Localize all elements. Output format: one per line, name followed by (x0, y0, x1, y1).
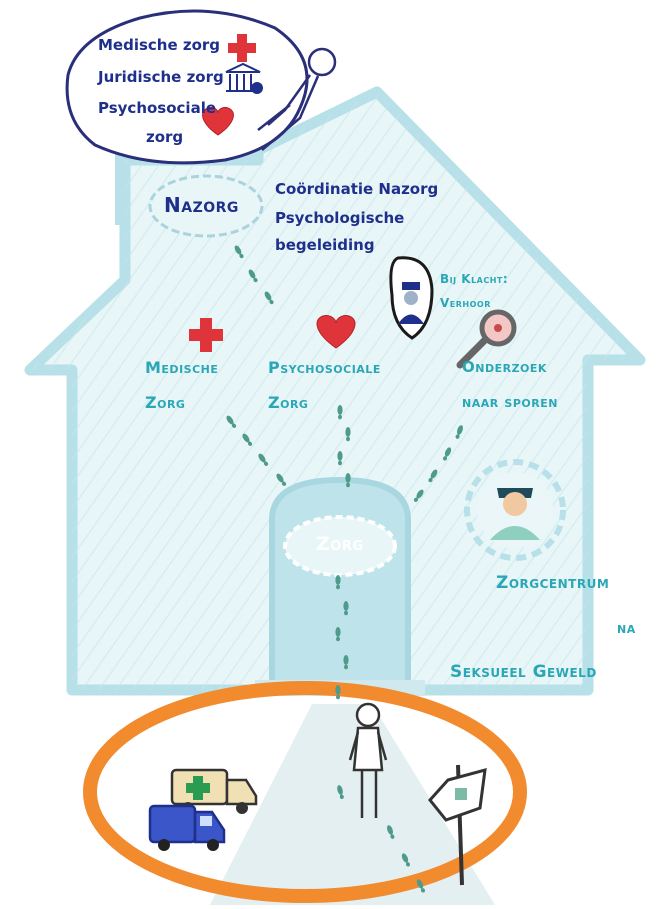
nazorg-desc-1: Coördinatie Nazorg (275, 180, 439, 198)
klacht-line-2: Verhoor (440, 296, 491, 310)
signpost-icon (428, 764, 487, 886)
nazorg-desc-3: begeleiding (275, 236, 375, 254)
nazorg-oval-label: Nazorg (164, 193, 239, 217)
medische-line-1: Medische (145, 358, 219, 377)
van-icon (148, 804, 226, 851)
onderzoek-line-2: naar sporen (462, 393, 558, 411)
psychosociale-line-1: Psychosociale (268, 358, 381, 377)
psychosocial-heart-icon (316, 315, 356, 349)
courthouse-icon (225, 62, 263, 94)
bubble-line-3: Psychosociale (98, 99, 217, 117)
zorg-oval (283, 515, 397, 577)
nurse-icon (464, 459, 566, 561)
nazorg-oval (148, 174, 264, 238)
bubble-line-4: zorg (146, 128, 184, 146)
thought-bubble (65, 9, 309, 165)
nazorg-desc-2: Psychologische (275, 209, 405, 227)
magnifier-icon (456, 309, 517, 369)
bubble-line-2: Juridische zorg (98, 68, 224, 86)
highlight-ring (83, 681, 527, 903)
heart-icon (202, 107, 234, 136)
police-officer-icon (389, 256, 434, 340)
klacht-line-1: Bij Klacht: (440, 272, 509, 286)
walkway (210, 704, 495, 905)
red-cross-icon (228, 34, 256, 62)
onderzoek-line-1: Onderzoek (462, 358, 547, 376)
person-icon (348, 702, 388, 818)
centrum-line-1: Zorgcentrum (496, 573, 610, 593)
centrum-line-2: na (617, 618, 636, 637)
door-zorg-label: Zorg (316, 533, 364, 555)
medische-line-2: Zorg (145, 393, 186, 412)
bubble-line-1: Medische zorg (98, 36, 221, 54)
psychosociale-line-2: Zorg (268, 393, 309, 412)
centrum-line-3: Seksueel Geweld (450, 662, 597, 682)
medical-cross-icon (189, 318, 223, 352)
roof-person-icon (257, 47, 337, 151)
